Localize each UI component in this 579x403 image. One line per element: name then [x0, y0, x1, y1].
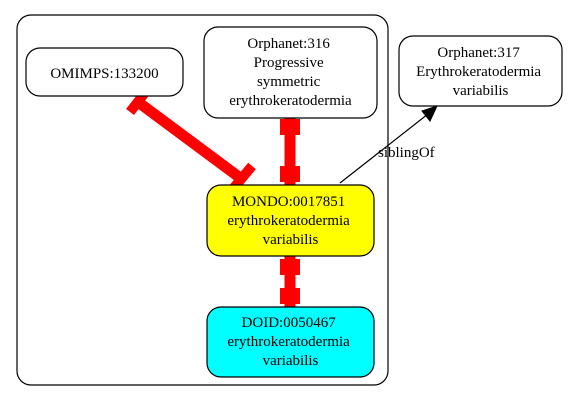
- node-orphanet-317[interactable]: Orphanet:317 Erythrokeratodermia variabi…: [398, 35, 563, 107]
- edge-sibling-of: siblingOf: [339, 105, 438, 184]
- node-orphanet-316-line: erythrokeratodermia: [229, 93, 352, 109]
- node-orphanet-316-line: Orphanet:316: [247, 36, 330, 52]
- node-orphanet-317-line: variabilis: [453, 83, 509, 99]
- edge-mondo-doid: [280, 255, 300, 307]
- node-orphanet-317-line: Orphanet:317: [437, 45, 520, 61]
- arrowhead-icon: [421, 105, 438, 122]
- svg-text:OMIMPS:133200: OMIMPS:133200: [50, 66, 158, 82]
- node-mondo-line: erythrokeratodermia: [227, 213, 350, 229]
- node-orphanet-316[interactable]: Orphanet:316 Progressive symmetric eryth…: [203, 26, 378, 119]
- node-doid-line: variabilis: [263, 353, 319, 369]
- node-omimps-line: OMIMPS:133200: [50, 66, 158, 82]
- node-doid-line: erythrokeratodermia: [227, 334, 350, 350]
- node-mondo-line: variabilis: [263, 232, 319, 248]
- cluster-boundary: [16, 14, 389, 386]
- node-orphanet-316-line: symmetric: [257, 74, 321, 90]
- node-omimps[interactable]: OMIMPS:133200: [25, 47, 184, 97]
- node-doid-line: DOID:0050467: [242, 315, 337, 331]
- svg-text:Orphanet:317 Erythrokera: Orphanet:317 Erythrokeratodermia variabi…: [416, 45, 545, 99]
- svg-text:MONDO:0017851 erythroker: MONDO:0017851 erythrokeratodermia variab…: [227, 194, 353, 248]
- edge-orphanet316-mondo: [280, 117, 300, 185]
- node-doid[interactable]: DOID:0050467 erythrokeratodermia variabi…: [206, 306, 375, 378]
- node-orphanet-317-line: Erythrokeratodermia: [416, 64, 541, 80]
- svg-text:DOID:0050467 erythrokera: DOID:0050467 erythrokeratodermia variabi…: [227, 315, 353, 369]
- node-mondo[interactable]: MONDO:0017851 erythrokeratodermia variab…: [206, 184, 375, 257]
- node-orphanet-316-line: Progressive: [254, 55, 324, 71]
- edge-label-sibling-of: siblingOf: [378, 145, 435, 161]
- node-mondo-line: MONDO:0017851: [232, 194, 345, 210]
- svg-text:Orphanet:316 Progressive: Orphanet:316 Progressive symmetric eryth…: [229, 36, 352, 109]
